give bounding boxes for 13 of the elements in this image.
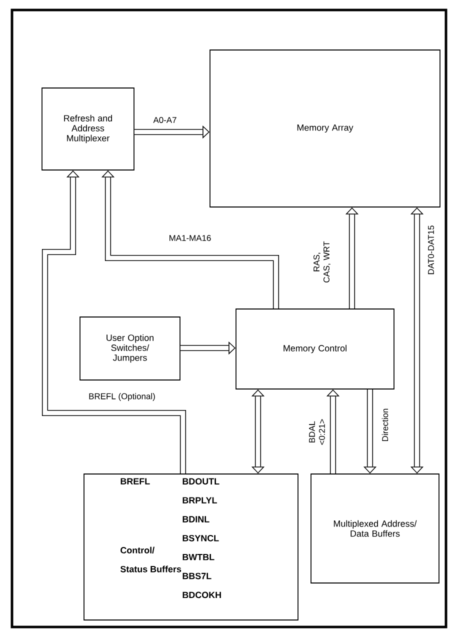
block-box: Memory Control [236, 308, 394, 390]
edge-label: BREFL (Optional) [89, 393, 155, 401]
edge-label: Direction [382, 408, 388, 442]
edge-label: BDAL <0:21> [309, 419, 325, 445]
edge-label: RAS, CAS, WRT [314, 241, 330, 282]
edge-label: MA1-MA16 [170, 235, 211, 241]
edge-label: DAT0-DAT15 [428, 226, 434, 274]
block-box: Memory Array [210, 50, 440, 208]
block-box: User Option Switches/ Jumpers [80, 316, 180, 380]
edge-label: A0-A7 [153, 117, 176, 123]
buffer-box: BREFL Control/ Status Buffers BDOUTL BRPLYL BDINL BSYNCL BWTBL BBS7L BDCOKH [84, 474, 298, 620]
block-box: Multiplexed Address/ Data Buffers [310, 474, 440, 584]
block-box: Refresh and Address Multiplexer [42, 88, 134, 170]
